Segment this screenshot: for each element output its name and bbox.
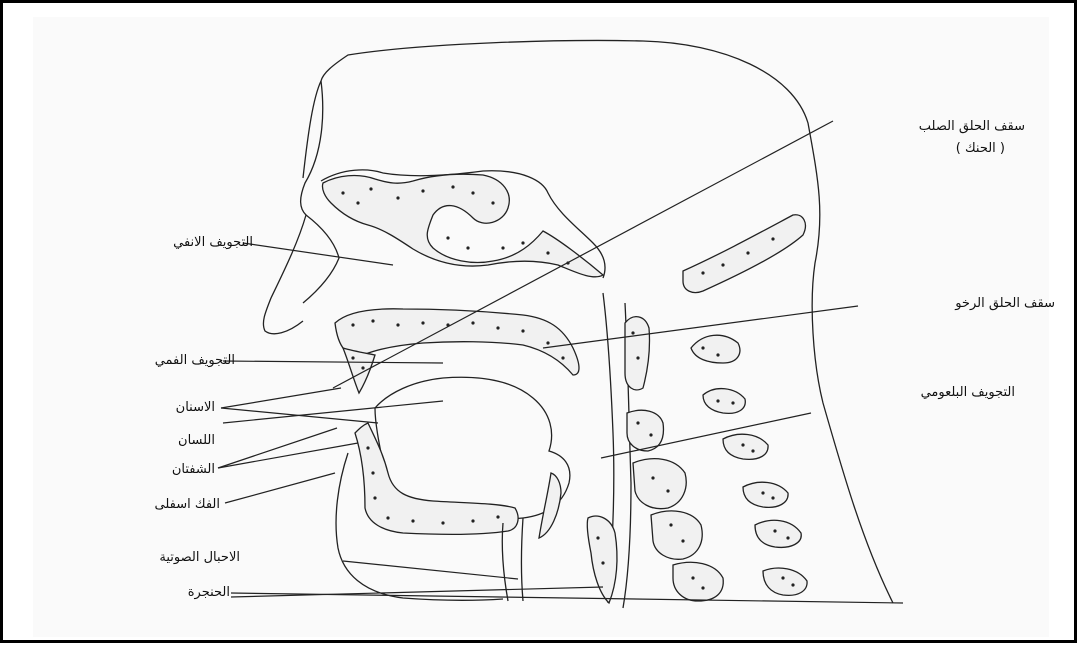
speckle-dot — [546, 341, 549, 344]
speckle-dot — [396, 196, 399, 199]
speckle-dot — [386, 516, 389, 519]
speckle-dot — [721, 263, 724, 266]
label-larynx: الحنجرة — [135, 585, 230, 600]
speckle-dot — [771, 496, 774, 499]
speckle-dot — [471, 191, 474, 194]
label-hard-palate-sub: ( الحنك ) — [845, 141, 1005, 156]
speckle-dot — [731, 401, 734, 404]
label-nasal-cavity: التجويف الانفي — [93, 235, 253, 250]
label-soft-palate: سقف الحلق الرخو — [855, 296, 1055, 311]
speckle-dot — [773, 529, 776, 532]
speckle-dot — [501, 246, 504, 249]
speckle-dot — [761, 491, 764, 494]
speckle-dot — [441, 521, 444, 524]
speckle-dot — [636, 356, 639, 359]
vertebra — [763, 568, 807, 595]
speckle-dot — [421, 189, 424, 192]
speckle-dot — [366, 446, 369, 449]
speckle-dot — [681, 539, 684, 542]
vertebra — [673, 562, 723, 601]
speckle-dot — [396, 323, 399, 326]
vertebra — [651, 511, 702, 559]
speckle-dot — [716, 399, 719, 402]
speckle-dot — [631, 331, 634, 334]
face-profile-upper — [263, 81, 322, 334]
speckle-dot — [771, 237, 774, 240]
speckle-dot — [716, 353, 719, 356]
speckle-dot — [791, 583, 794, 586]
speckle-dot — [356, 201, 359, 204]
vertebra — [703, 389, 745, 414]
vertebra — [627, 410, 663, 451]
speckle-dot — [466, 246, 469, 249]
speckle-dot — [451, 185, 454, 188]
speckle-dot — [781, 576, 784, 579]
speckle-dot — [496, 515, 499, 518]
vertebra — [683, 215, 805, 293]
upper-teeth — [343, 348, 375, 393]
speckle-dot — [351, 323, 354, 326]
speckle-dot — [373, 496, 376, 499]
vertebra — [625, 317, 650, 390]
label-hard-palate: سقف الحلق الصلب — [825, 119, 1025, 134]
speckle-dot — [446, 236, 449, 239]
speckle-dot — [651, 476, 654, 479]
thyroid-cartilage — [587, 516, 617, 603]
vertebra — [723, 434, 768, 459]
label-teeth: الاسنان — [115, 400, 215, 415]
label-vocal-cords: الاحبال الصوتية — [115, 550, 240, 565]
speckle-dot — [546, 251, 549, 254]
speckle-dot — [636, 421, 639, 424]
label-lower-jaw: الفك اسفلى — [85, 497, 220, 512]
speckle-dot — [746, 251, 749, 254]
speckle-dot — [341, 191, 344, 194]
vertebra — [755, 520, 801, 547]
speckle-dot — [371, 319, 374, 322]
speckle-dot — [701, 586, 704, 589]
speckle-dot — [491, 201, 494, 204]
speckle-dot — [361, 366, 364, 369]
speckle-dot — [741, 443, 744, 446]
label-tongue: اللسان — [115, 433, 215, 448]
speckle-dot — [369, 187, 372, 190]
vertebrae — [625, 215, 807, 601]
speckle-dot — [471, 321, 474, 324]
speckle-dot — [351, 356, 354, 359]
speckle-dot — [701, 346, 704, 349]
speckle-dot — [701, 271, 704, 274]
nasal-bone-region — [322, 174, 603, 277]
speckle-dot — [786, 536, 789, 539]
larynx-tube-2 — [522, 518, 524, 601]
speckle-dot — [521, 329, 524, 332]
speckle-dot — [649, 433, 652, 436]
speckle-dot — [691, 576, 694, 579]
speckle-dot — [669, 523, 672, 526]
label-pharyngeal-cavity: التجويف البلعومي — [815, 385, 1015, 400]
speckle-dot — [521, 241, 524, 244]
label-lips: الشفتان — [105, 462, 215, 477]
speckle-dot — [561, 356, 564, 359]
nasal-bone — [303, 215, 339, 303]
speckle-dot — [596, 536, 599, 539]
vertebra — [743, 482, 788, 507]
vertebra — [691, 335, 740, 363]
speckle-dot — [471, 519, 474, 522]
speckle-dot — [411, 519, 414, 522]
speckle-dot — [751, 449, 754, 452]
speckle-dot — [371, 471, 374, 474]
speckle-dot — [666, 489, 669, 492]
vertebra — [633, 459, 686, 509]
epiglottis — [539, 473, 561, 538]
speckle-dot — [496, 326, 499, 329]
label-oral-cavity: التجويف الفمي — [85, 353, 235, 368]
speckle-dot — [421, 321, 424, 324]
speckle-dot — [601, 561, 604, 564]
lower-jaw-bone — [355, 423, 518, 534]
